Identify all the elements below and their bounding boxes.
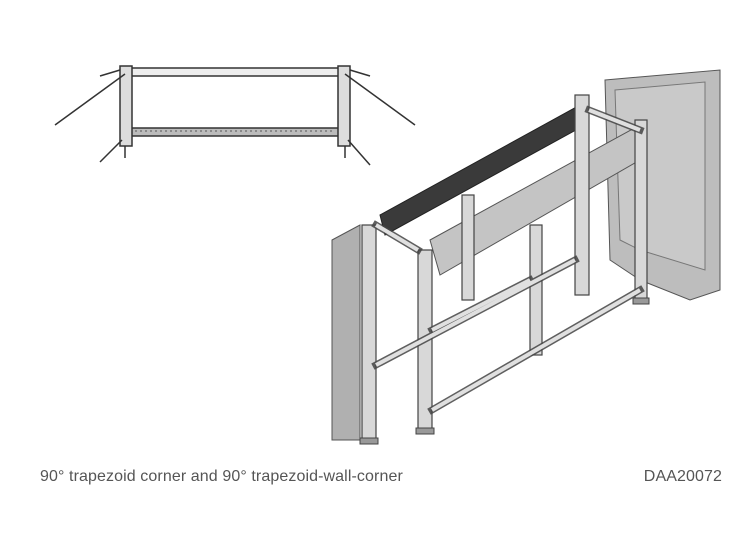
figure-caption: 90° trapezoid corner and 90° trapezoid-w… (40, 468, 403, 485)
figure-code: DAA20072 (643, 468, 722, 485)
